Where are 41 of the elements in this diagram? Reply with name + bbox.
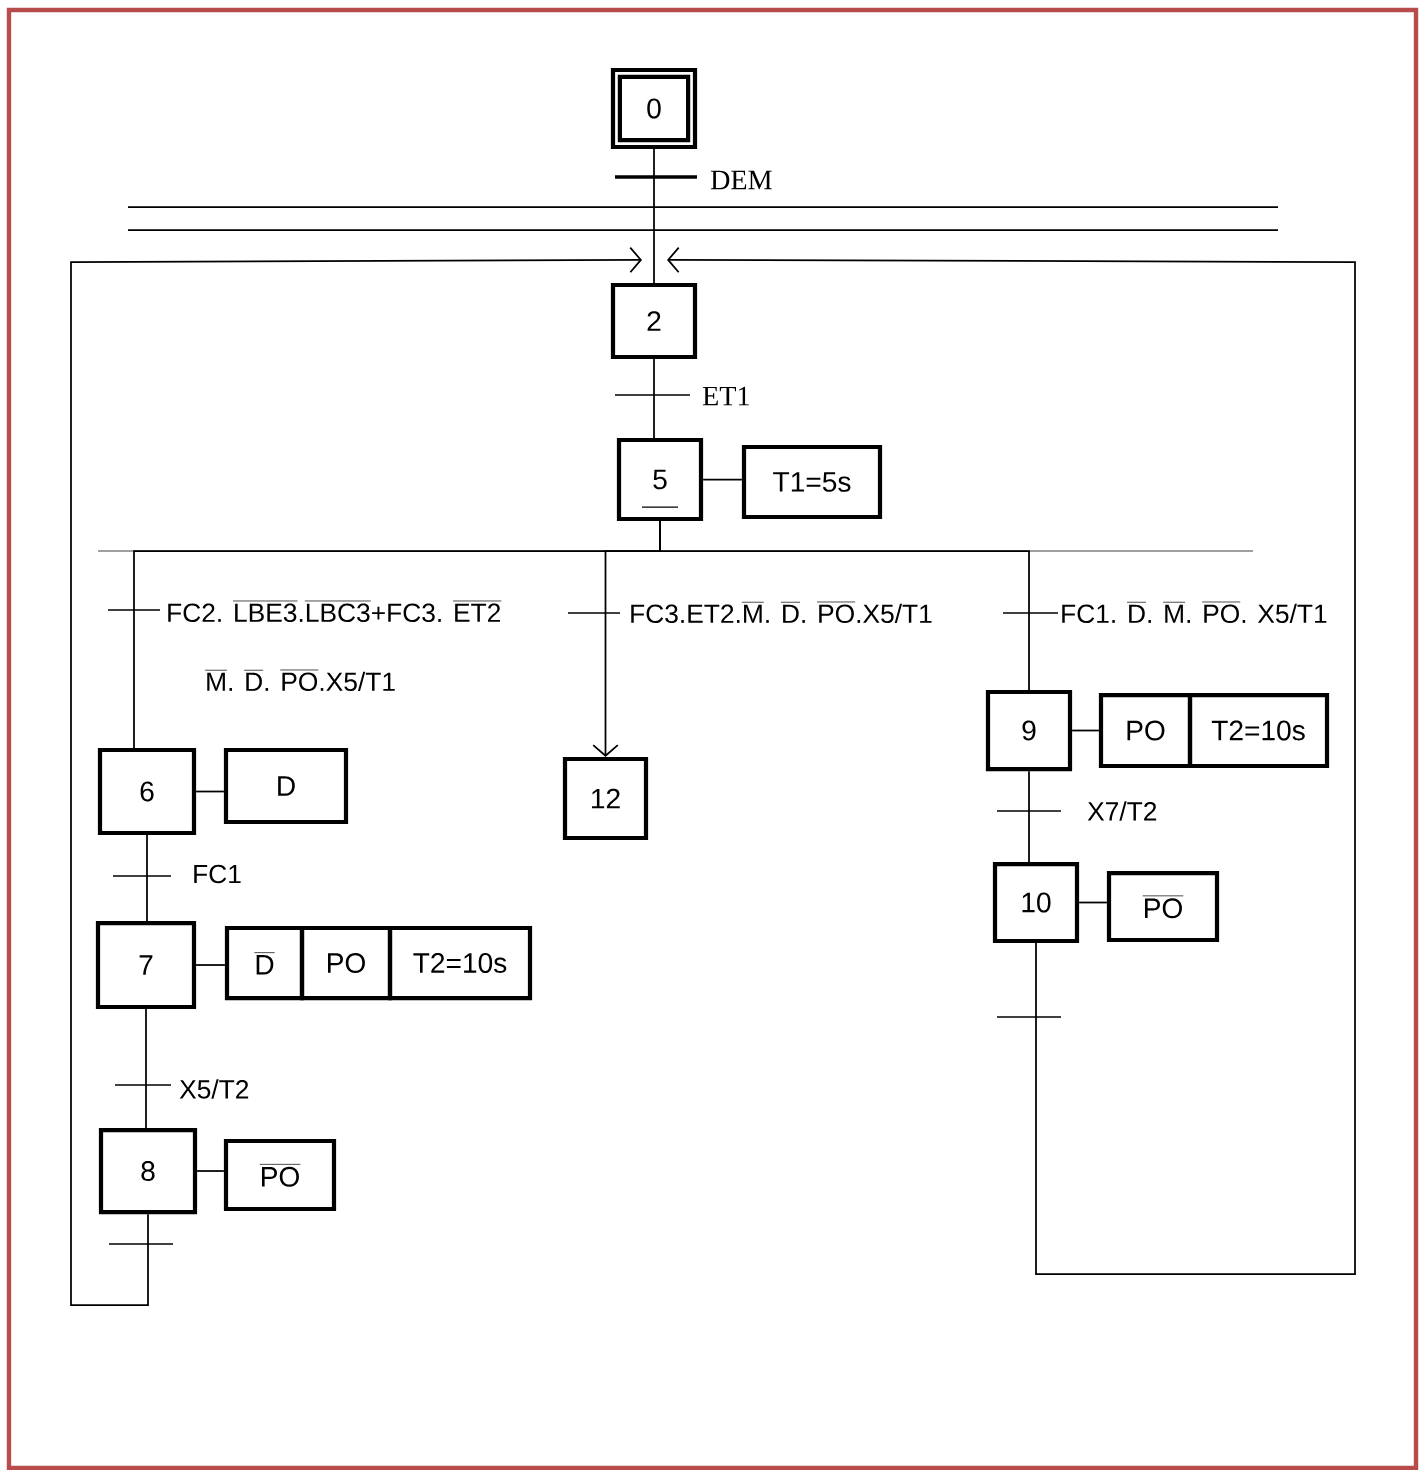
link-line	[146, 834, 148, 922]
action-box: D	[223, 747, 349, 825]
link-line	[1028, 770, 1030, 863]
link-line	[195, 790, 225, 793]
link-line	[195, 964, 226, 966]
link-line	[196, 1170, 225, 1172]
step-box: 7	[95, 920, 197, 1010]
step-box: 9	[985, 689, 1073, 772]
transition-condition: $\mbox{FC2. }\overline{\mbox{LBE3}}\mbox{.}\overline{\mbox{LBC3}}\mbox{+FC3. }\overline{\mbox{ET2}}$	[164, 598, 504, 624]
transition-condition: $\overline{\mbox{M}}\mbox{. }\overline{\mbox{D}}\mbox{. }\overline{\mbox{PO}}\mbox{.X5/T1}$	[205, 670, 395, 692]
step-box: 5	[616, 437, 704, 522]
transition-condition: $\mbox{FC3.ET2.}\overline{\mbox{M}}\mbox{. }\overline{\mbox{D}}\mbox{. }\overline{\mbox{PO}}\mbox{.X5/T1}$	[627, 599, 935, 625]
action-box: T1=5s	[741, 444, 883, 520]
initial-step-box: 0	[610, 67, 698, 150]
link-line	[659, 520, 1030, 691]
transition-condition: X5/T2	[177, 1077, 252, 1101]
transition-condition: DEM	[708, 169, 775, 191]
action-box: $\overline{\mbox{PO}}$	[223, 1138, 337, 1212]
action-box: T2=10s	[387, 925, 533, 1001]
link-line	[702, 478, 743, 481]
step-box: 12	[562, 756, 649, 841]
action-box: $\overline{\mbox{PO}}$	[1106, 870, 1220, 943]
link-line	[1071, 729, 1100, 732]
step-box: 6	[97, 747, 197, 836]
transition-condition: $\mbox{FC1. }\overline{\mbox{D}}\mbox{. }\overline{\mbox{M}}\mbox{. }\overline{\mbox{PO}}\mbox{. X5/T1}$	[1058, 599, 1330, 625]
action-box: T2=10s	[1187, 692, 1330, 769]
step-box: 8	[98, 1127, 198, 1215]
arrow	[667, 246, 1356, 1275]
action-box: PO	[1098, 692, 1193, 769]
step-box: 2	[610, 282, 698, 360]
arrow	[70, 246, 642, 1306]
link-line	[1078, 901, 1108, 904]
transition-condition: ET1	[700, 385, 753, 408]
transition-condition: X7/T2	[1085, 799, 1160, 823]
link-line	[145, 1008, 147, 1129]
link-line	[653, 148, 655, 284]
step-box: 10	[992, 861, 1080, 944]
action-box: $\overline{\mbox{D}}$	[224, 925, 305, 1001]
transition-condition: FC1	[190, 862, 244, 886]
link-line	[653, 358, 655, 439]
action-box: PO	[299, 925, 393, 1001]
